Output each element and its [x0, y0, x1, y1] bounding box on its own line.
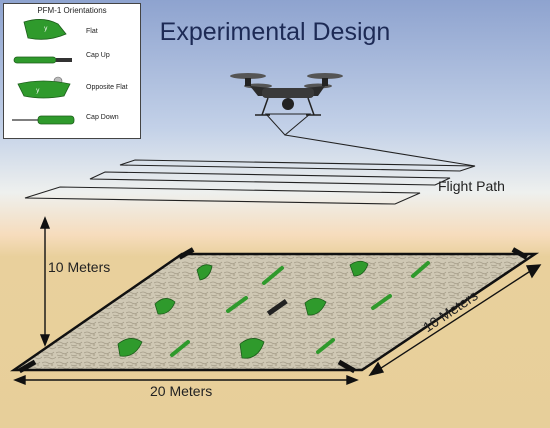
pfm-opposite-flat-icon: y — [17, 76, 71, 99]
mine-flat — [304, 297, 327, 316]
legend-label-flat: Flat — [86, 28, 98, 35]
mines — [117, 260, 369, 359]
diagram-title: Experimental Design — [159, 18, 391, 46]
mine-flat — [196, 264, 213, 281]
dimension-arrows — [13, 216, 542, 386]
mine-flat — [154, 298, 176, 315]
flight-path — [24, 134, 476, 205]
legend-label-opposite-flat: Opposite Flat — [86, 84, 128, 91]
width-arrow — [377, 269, 533, 371]
drone-to-path-line — [284, 134, 476, 167]
legend-label-cap-up: Cap Up — [86, 52, 110, 59]
length-dimension-label: 20 Meters — [150, 383, 213, 399]
mine-flat — [349, 260, 369, 277]
svg-text:y: y — [36, 87, 40, 94]
svg-text:y: y — [44, 25, 48, 32]
legend-title: PFM-1 Orientations — [37, 6, 107, 15]
corner-markers — [18, 247, 528, 374]
pfm-legend: PFM-1 Orientations y Flat Cap Up y Oppos… — [3, 3, 141, 139]
height-dimension-label: 10 Meters — [48, 259, 111, 275]
drone-icon — [230, 73, 343, 136]
mine-flat — [239, 338, 265, 359]
flight-path-line-1 — [119, 159, 476, 172]
flight-path-line-2 — [89, 171, 451, 186]
pfm-cap-down-icon — [12, 115, 75, 125]
pfm-cap-up-icon — [13, 56, 72, 64]
legend-label-cap-down: Cap Down — [86, 114, 119, 121]
mine-flat — [117, 338, 143, 357]
pfm-flat-icon: y — [23, 19, 67, 40]
flight-path-label: Flight Path — [438, 178, 505, 194]
mines-rod — [170, 261, 430, 357]
flight-path-line-3 — [24, 186, 421, 205]
